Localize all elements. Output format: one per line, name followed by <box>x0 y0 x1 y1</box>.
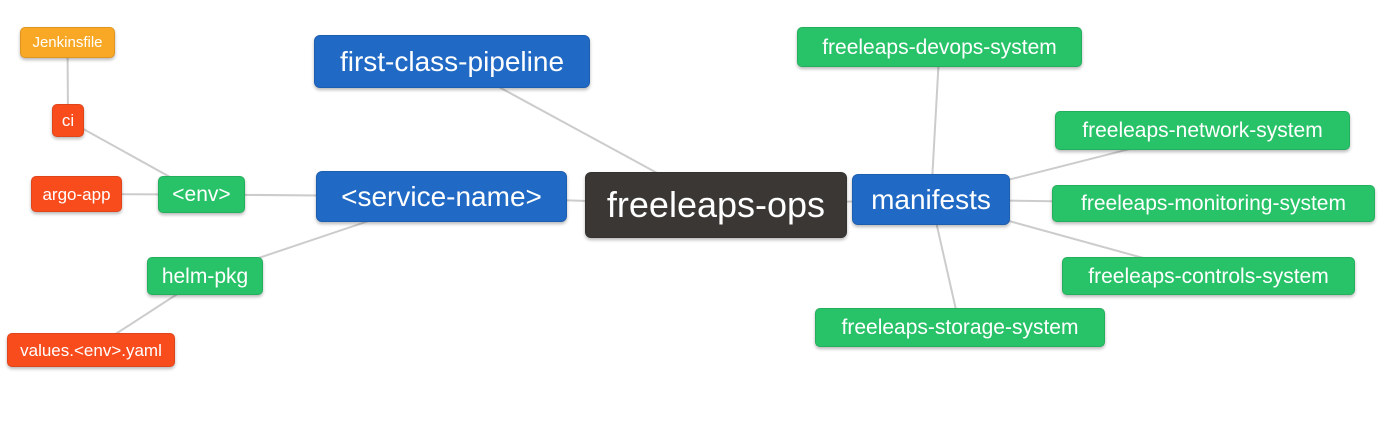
node-helm-pkg[interactable]: helm-pkg <box>147 257 263 295</box>
node-manifests[interactable]: manifests <box>852 174 1010 225</box>
node-ci[interactable]: ci <box>52 104 84 137</box>
node-freeleaps-controls-system[interactable]: freeleaps-controls-system <box>1062 257 1355 295</box>
node-first-class-pipeline[interactable]: first-class-pipeline <box>314 35 590 88</box>
node-freeleaps-storage-system[interactable]: freeleaps-storage-system <box>815 308 1105 347</box>
node-freeleaps-devops-system[interactable]: freeleaps-devops-system <box>797 27 1082 67</box>
node-jenkinsfile[interactable]: Jenkinsfile <box>20 27 115 58</box>
node-freeleaps-ops[interactable]: freeleaps-ops <box>585 172 847 238</box>
node-env[interactable]: <env> <box>158 176 245 213</box>
node-freeleaps-monitoring-system[interactable]: freeleaps-monitoring-system <box>1052 185 1375 222</box>
node-argo-app[interactable]: argo-app <box>31 176 122 212</box>
node-service-name[interactable]: <service-name> <box>316 171 567 222</box>
node-values-env-yaml[interactable]: values.<env>.yaml <box>7 333 175 367</box>
node-freeleaps-network-system[interactable]: freeleaps-network-system <box>1055 111 1350 150</box>
